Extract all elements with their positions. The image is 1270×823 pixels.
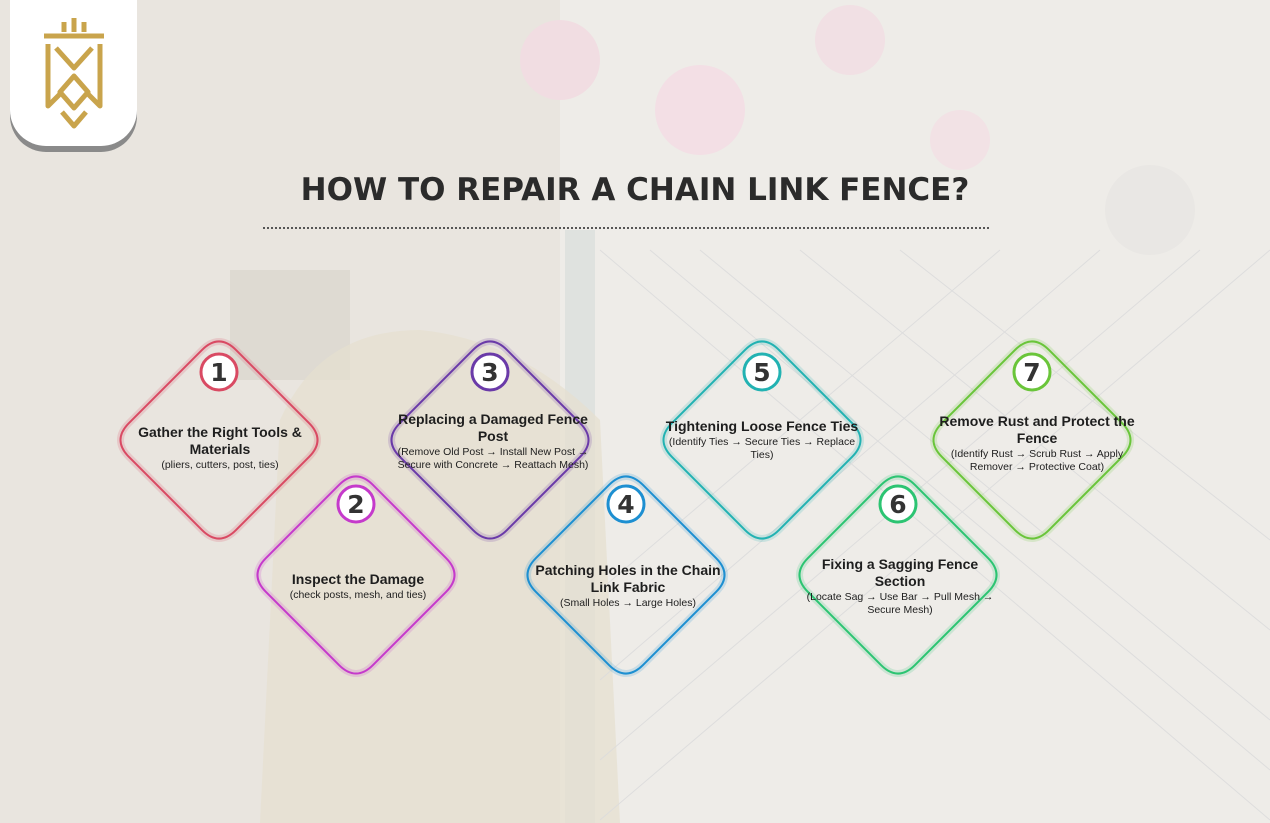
step-3-text: Replacing a Damaged Fence Post (Remove O… (393, 411, 593, 472)
step-4-card: 4 (524, 473, 728, 677)
step-6-frame (798, 475, 998, 675)
step-3-card: 3 (388, 338, 592, 542)
step-3-badge (470, 352, 510, 392)
step-5-badge (742, 352, 782, 392)
step-4-description: (Small Holes → Large Holes) (560, 597, 696, 609)
step-7-number: 7 (1023, 358, 1040, 387)
step-2-frame (256, 475, 456, 675)
step-6-title: Fixing a Sagging Fence Section (821, 556, 979, 589)
step-7-text: Remove Rust and Protect the Fence (Ident… (937, 413, 1137, 474)
step-1-number: 1 (210, 358, 227, 387)
step-6-description: (Locate Sag → Use Bar → Pull Mesh → Secu… (806, 591, 994, 616)
step-6-number: 6 (889, 490, 906, 519)
step-7-description: (Identify Rust → Scrub Rust → Apply Remo… (950, 448, 1124, 473)
step-4-number: 4 (617, 490, 634, 519)
step-6-text: Fixing a Sagging Fence Section (Locate S… (800, 556, 1000, 617)
step-5-card: 5 (660, 338, 864, 542)
step-6-card: 6 (796, 473, 1000, 677)
step-2-text: Inspect the Damage (check posts, mesh, a… (258, 571, 458, 602)
page-title: HOW TO REPAIR A CHAIN LINK FENCE? (300, 172, 970, 208)
step-1-title: Gather the Right Tools & Materials (138, 424, 302, 457)
step-7-badge (1012, 352, 1052, 392)
step-2-badge (336, 484, 376, 524)
step-5-description: (Identify Ties → Secure Ties → Replace T… (668, 436, 856, 461)
step-2-card: 2 (254, 473, 458, 677)
logo-card (10, 0, 137, 146)
step-1-card: 1 (117, 338, 321, 542)
step-2-number: 2 (347, 490, 364, 519)
step-1-frame (119, 340, 319, 540)
step-5-text: Tightening Loose Fence Ties (Identify Ti… (662, 418, 862, 462)
step-5-title: Tightening Loose Fence Ties (665, 418, 859, 434)
step-1-description: (pliers, cutters, post, ties) (161, 459, 279, 471)
step-6-badge (878, 484, 918, 524)
step-5-number: 5 (753, 358, 770, 387)
step-4-badge (606, 484, 646, 524)
step-5-frame (662, 340, 862, 540)
step-2-description: (check posts, mesh, and ties) (289, 589, 427, 601)
step-4-text: Patching Holes in the Chain Link Fabric … (528, 562, 728, 610)
step-7-frame (932, 340, 1132, 540)
step-7-card: 7 (930, 338, 1134, 542)
step-2-title: Inspect the Damage (291, 571, 425, 587)
step-1-badge (199, 352, 239, 392)
step-3-description: (Remove Old Post → Install New Post → Se… (397, 446, 589, 471)
step-4-frame (526, 475, 726, 675)
title-divider (263, 227, 989, 229)
step-7-title: Remove Rust and Protect the Fence (939, 413, 1135, 446)
step-3-frame (390, 340, 590, 540)
step-3-number: 3 (481, 358, 498, 387)
step-3-title: Replacing a Damaged Fence Post (398, 411, 588, 444)
step-1-text: Gather the Right Tools & Materials (plie… (120, 424, 320, 472)
step-4-title: Patching Holes in the Chain Link Fabric (535, 562, 721, 595)
crown-monogram-logo-icon (43, 18, 104, 129)
